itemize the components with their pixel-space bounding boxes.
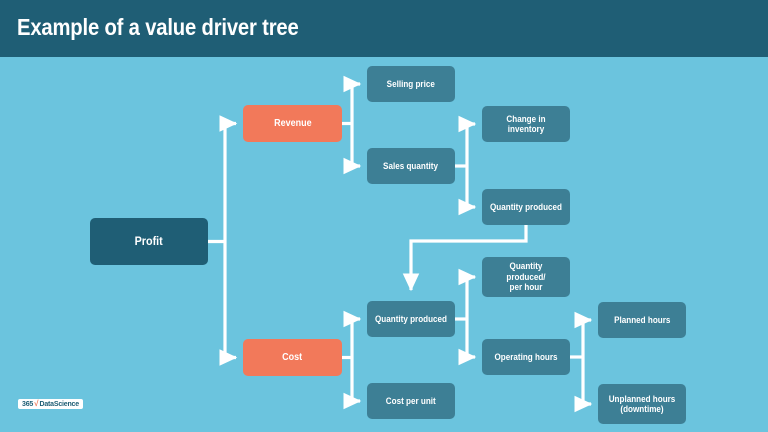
node-cost-per-unit[interactable]: Cost per unit (367, 383, 455, 419)
node-change-inventory[interactable]: Change in inventory (482, 106, 570, 142)
node-label: Planned hours (613, 314, 671, 325)
slide-header: Example of a value driver tree (0, 0, 768, 57)
logo-datascience-text: DataScience (39, 400, 79, 408)
node-label: Quantity produced (490, 201, 563, 212)
node-cost[interactable]: Cost (243, 339, 342, 376)
node-revenue[interactable]: Revenue (243, 105, 342, 142)
node-qty-per-hour[interactable]: Quantity produced/ per hour (482, 257, 570, 297)
node-operating-hours[interactable]: Operating hours (482, 339, 570, 375)
node-label: Unplanned hours (downtime) (608, 393, 676, 414)
node-label: Quantity produced/ per hour (506, 261, 546, 293)
node-label: Cost (282, 351, 303, 363)
node-qty-produced-cost[interactable]: Quantity produced (367, 301, 455, 337)
radical-icon: √ (34, 399, 39, 408)
page-title: Example of a value driver tree (17, 14, 299, 40)
node-label: Selling price (386, 78, 436, 89)
logo-365-text: 365 (22, 400, 34, 408)
node-label: Quantity produced (375, 313, 448, 324)
node-qty-produced-rev[interactable]: Quantity produced (482, 189, 570, 225)
node-label: Profit (134, 233, 164, 248)
node-selling-price[interactable]: Selling price (367, 66, 455, 102)
node-profit[interactable]: Profit (90, 218, 208, 265)
node-label: Change in inventory (506, 113, 546, 134)
brand-logo: 365 √ DataScience (18, 399, 83, 409)
node-label: Cost per unit (386, 395, 436, 406)
node-label: Revenue (273, 117, 312, 129)
node-label: Operating hours (494, 351, 558, 362)
node-sales-quantity[interactable]: Sales quantity (367, 148, 455, 184)
node-planned-hours[interactable]: Planned hours (598, 302, 686, 338)
node-unplanned-hours[interactable]: Unplanned hours (downtime) (598, 384, 686, 424)
node-label: Sales quantity (383, 160, 439, 171)
